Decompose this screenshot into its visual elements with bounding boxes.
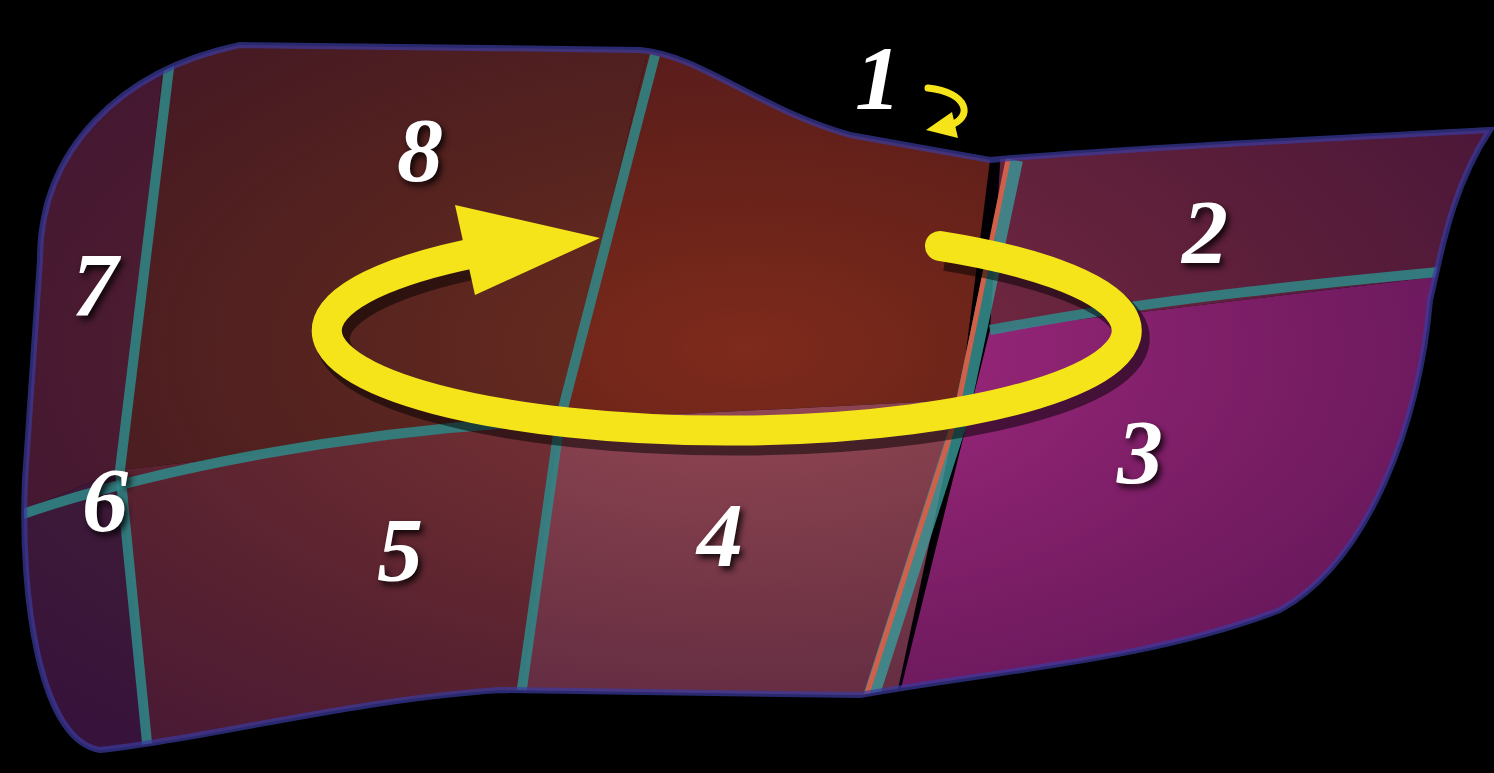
segment-number: 2 xyxy=(1182,186,1228,278)
segment-number: 3 xyxy=(1117,406,1163,498)
segment-number: 4 xyxy=(697,489,743,581)
segment-number: 5 xyxy=(377,504,423,596)
segment-number: 8 xyxy=(397,104,443,196)
segment-number: 7 xyxy=(72,239,118,331)
segment-number: 6 xyxy=(82,454,128,546)
segment-number: 1 xyxy=(855,32,901,124)
